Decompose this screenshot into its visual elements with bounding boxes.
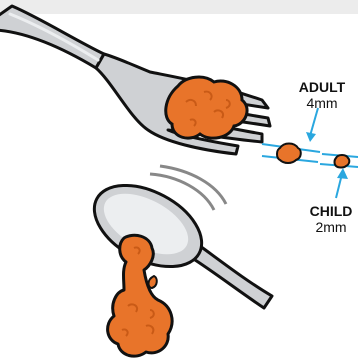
adult-label-size: 4mm	[306, 95, 337, 111]
child-label-size: 2mm	[315, 219, 346, 235]
top-band	[0, 0, 358, 14]
spoon-icon	[81, 166, 272, 308]
adult-size-marker	[262, 108, 320, 163]
arrow-icon	[310, 108, 318, 136]
child-label-title: CHILD	[310, 203, 353, 219]
adult-label-title: ADULT	[299, 79, 346, 95]
child-size-marker	[320, 154, 358, 198]
